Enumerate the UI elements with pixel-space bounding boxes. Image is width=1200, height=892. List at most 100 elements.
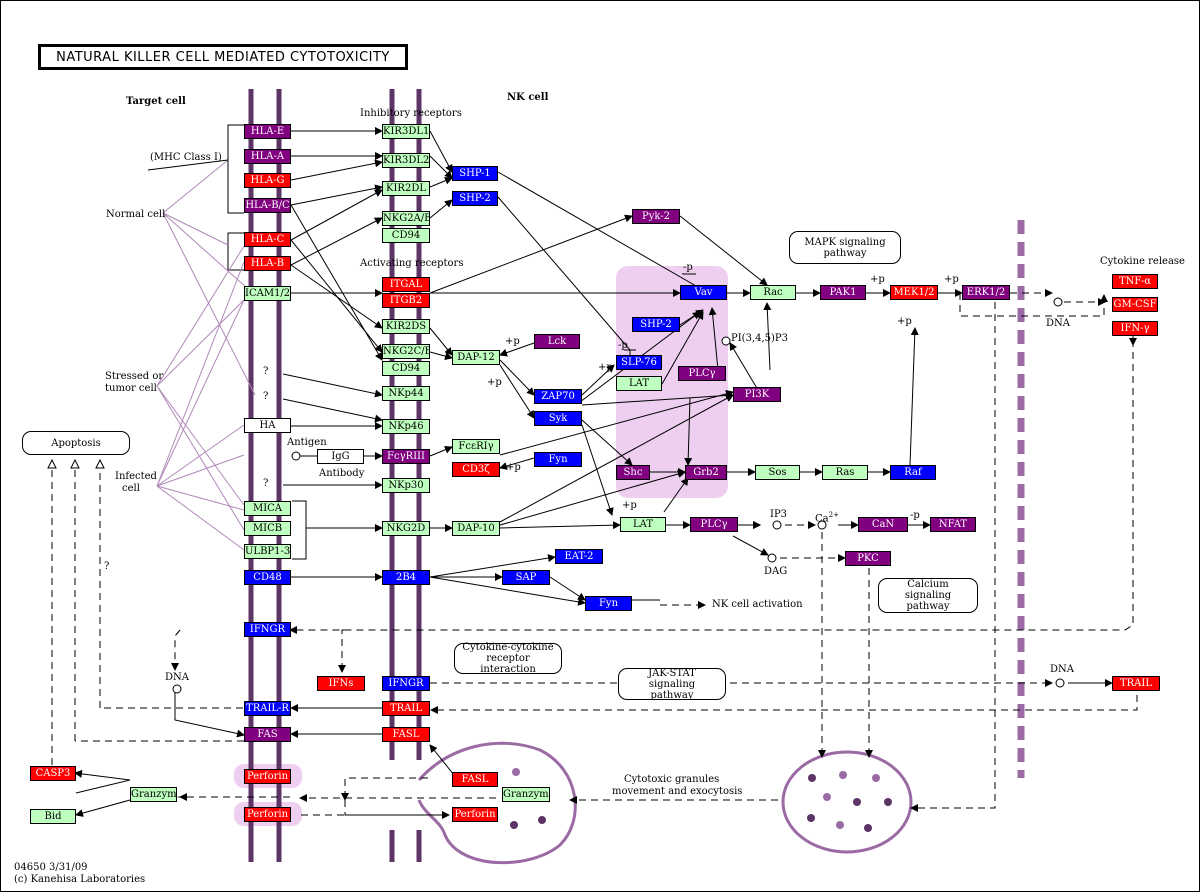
- node-perforin-2[interactable]: Perforin: [244, 807, 291, 822]
- node-ulbp[interactable]: ULBP1-3: [244, 544, 291, 559]
- node-syk[interactable]: Syk: [534, 411, 582, 426]
- node-eat2[interactable]: EAT-2: [555, 549, 603, 564]
- node-slp76[interactable]: SLP-76: [616, 355, 662, 370]
- node-trail[interactable]: TRAIL: [382, 701, 430, 716]
- phospho-label-4: +p: [598, 362, 613, 373]
- node-ifngr-nk[interactable]: IFNGR: [382, 676, 430, 691]
- jakstat-pathway-link[interactable]: JAK-STAT signaling pathway: [618, 668, 726, 701]
- node-casp3[interactable]: CASP3: [30, 766, 76, 781]
- node-granzyme-nk[interactable]: Granzyme: [502, 787, 550, 802]
- normal-cell-label: Normal cell: [106, 209, 166, 220]
- node-ifns[interactable]: IFNs: [317, 676, 365, 691]
- node-dap10[interactable]: DAP-10: [452, 521, 500, 536]
- node-sap[interactable]: SAP: [502, 570, 550, 585]
- node-shp2-b[interactable]: SHP-2: [632, 317, 680, 332]
- node-trail-out[interactable]: TRAIL: [1112, 676, 1160, 691]
- node-kir3dl1[interactable]: KIR3DL1: [382, 124, 430, 139]
- node-pyk2[interactable]: Pyk-2: [632, 209, 680, 224]
- node-plcg[interactable]: PLCγ: [678, 366, 726, 381]
- cytokine-pathway-link[interactable]: Cytokine-cytokine receptor interaction: [454, 642, 562, 675]
- node-hla-c[interactable]: HLA-C: [244, 232, 291, 247]
- node-cd48[interactable]: CD48: [244, 570, 291, 585]
- node-mek[interactable]: MEK1/2: [890, 285, 938, 300]
- phospho-label-2: +p: [487, 377, 502, 388]
- node-micb[interactable]: MICB: [244, 521, 291, 536]
- node-fasl-granule[interactable]: FASL: [452, 772, 498, 787]
- node-itgal[interactable]: ITGAL: [382, 277, 430, 292]
- apoptosis-pathway-link[interactable]: Apoptosis: [22, 431, 130, 455]
- node-cd3z[interactable]: CD3ζ: [452, 462, 500, 477]
- node-pkc[interactable]: PKC: [845, 551, 891, 566]
- node-raf[interactable]: Raf: [890, 465, 936, 480]
- node-fyn-2[interactable]: Fyn: [585, 596, 632, 611]
- phospho-label-6: +p: [944, 274, 959, 285]
- node-ifngr[interactable]: IFNGR: [244, 622, 291, 637]
- node-hla-e[interactable]: HLA-E: [244, 124, 291, 139]
- node-fasl[interactable]: FASL: [382, 727, 430, 742]
- node-ras[interactable]: Ras: [822, 465, 868, 480]
- node-shp1[interactable]: SHP-1: [452, 166, 498, 181]
- node-lat[interactable]: LAT: [616, 376, 662, 391]
- unknown-label-1: ?: [263, 366, 269, 377]
- node-kir3dl2[interactable]: KIR3DL2: [382, 153, 430, 168]
- node-cd94-b[interactable]: CD94: [382, 361, 430, 376]
- node-shc[interactable]: Shc: [616, 465, 650, 480]
- node-granzyme-target[interactable]: Granzyme: [130, 787, 177, 802]
- node-pak1[interactable]: PAK1: [820, 285, 866, 300]
- node-can[interactable]: CaN: [858, 517, 908, 532]
- node-nfat[interactable]: NFAT: [930, 517, 976, 532]
- node-perforin-1[interactable]: Perforin: [244, 769, 291, 784]
- mhc-label: (MHC Class I): [150, 152, 222, 163]
- node-gmcsf[interactable]: GM-CSF: [1112, 297, 1158, 312]
- node-nkg2d[interactable]: NKG2D: [382, 521, 430, 536]
- node-igg[interactable]: IgG: [317, 449, 364, 464]
- node-lck[interactable]: Lck: [534, 334, 580, 349]
- node-nkp44[interactable]: NKp44: [382, 386, 430, 401]
- nk-cell-label: NK cell: [507, 92, 549, 103]
- node-hla-bc[interactable]: HLA-B/C: [244, 198, 291, 213]
- node-ifng[interactable]: IFN-γ: [1112, 321, 1158, 336]
- node-fcgr[interactable]: FcγRIII: [382, 449, 430, 464]
- node-lat-2[interactable]: LAT: [620, 517, 666, 532]
- node-kir2dl[interactable]: KIR2DL: [382, 181, 430, 196]
- node-shp2[interactable]: SHP-2: [452, 191, 498, 206]
- tumor-label: tumor cell: [105, 383, 157, 394]
- node-fceri[interactable]: FcεRIγ: [452, 439, 500, 454]
- node-zap70[interactable]: ZAP70: [534, 389, 582, 404]
- granule-vesicle: [417, 741, 577, 865]
- nk-cell-membrane: [389, 89, 422, 862]
- node-erk[interactable]: ERK1/2: [962, 285, 1010, 300]
- node-itgb2[interactable]: ITGB2: [382, 293, 430, 308]
- node-hla-g[interactable]: HLA-G: [244, 173, 291, 188]
- node-hla-a[interactable]: HLA-A: [244, 149, 291, 164]
- node-vav[interactable]: Vav: [680, 285, 727, 300]
- node-mica[interactable]: MICA: [244, 501, 291, 516]
- node-nkp30[interactable]: NKp30: [382, 478, 430, 493]
- node-fas[interactable]: FAS: [244, 727, 291, 742]
- node-2b4[interactable]: 2B4: [382, 570, 430, 585]
- node-plcg-2[interactable]: PLCγ: [690, 517, 738, 532]
- node-perforin-granule[interactable]: Perforin: [452, 807, 498, 822]
- node-bid[interactable]: Bid: [30, 809, 76, 824]
- phospho-label-7: +p: [897, 316, 912, 327]
- mapk-pathway-link[interactable]: MAPK signaling pathway: [789, 231, 901, 264]
- node-icam[interactable]: ICAM1/2: [244, 286, 291, 301]
- node-tnfa[interactable]: TNF-α: [1112, 274, 1158, 289]
- unknown-label-3: ?: [263, 478, 269, 489]
- node-nkg2ce[interactable]: NKG2C/E: [382, 344, 430, 359]
- node-trail-r[interactable]: TRAIL-R: [244, 701, 291, 716]
- node-kir2ds[interactable]: KIR2DS: [382, 319, 430, 334]
- node-ha[interactable]: HA: [244, 418, 291, 433]
- node-fyn[interactable]: Fyn: [534, 452, 582, 467]
- node-nkg2ab[interactable]: NKG2A/B: [382, 211, 430, 226]
- node-rac[interactable]: Rac: [750, 285, 796, 300]
- calcium-pathway-link[interactable]: Calcium signaling pathway: [878, 578, 978, 613]
- node-nkp46[interactable]: NKp46: [382, 419, 430, 434]
- node-hla-b[interactable]: HLA-B: [244, 256, 291, 271]
- node-grb2[interactable]: Grb2: [685, 465, 727, 480]
- node-sos[interactable]: Sos: [755, 465, 800, 480]
- node-cd94-a[interactable]: CD94: [382, 228, 430, 243]
- ca-label: Ca2+: [815, 511, 839, 525]
- node-dap12[interactable]: DAP-12: [452, 350, 500, 365]
- node-pi3k[interactable]: PI3K: [733, 387, 781, 402]
